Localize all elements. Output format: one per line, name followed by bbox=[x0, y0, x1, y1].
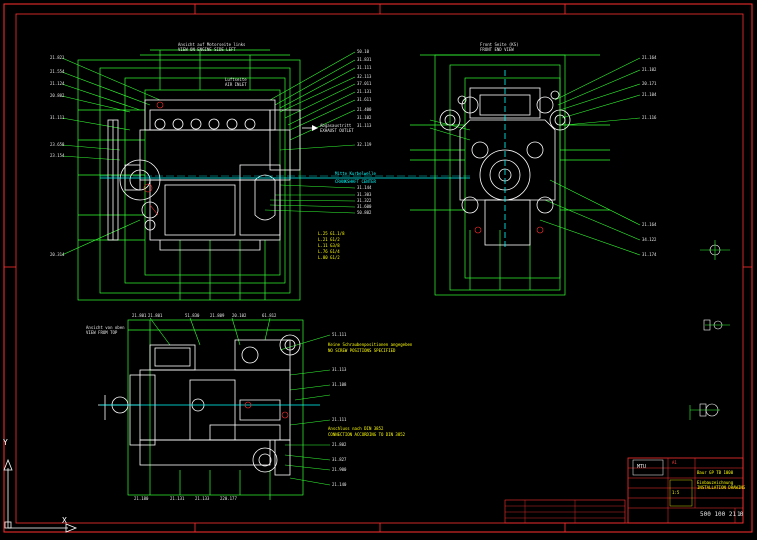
top-bottom-ref: 21.133 bbox=[195, 496, 210, 501]
title-block bbox=[504, 457, 744, 524]
svg-text:X: X bbox=[62, 516, 67, 525]
side-view-title-de: Ansicht auf Motorseite links bbox=[178, 42, 246, 47]
top-bottom-ref: 21.131 bbox=[170, 496, 185, 501]
drawing-frame-outer bbox=[3, 3, 753, 533]
side-view-subtitle: Luftseite bbox=[225, 77, 247, 82]
exhaust-label-en: EXHAUST OUTLET bbox=[320, 128, 354, 133]
front-right-ref: 21.102 bbox=[642, 67, 657, 72]
top-right-ref: 21.140 bbox=[332, 482, 347, 487]
title-block-scale: 1:5 bbox=[672, 490, 680, 495]
drawing-frame-inner bbox=[15, 13, 744, 524]
side-note: L.76 G1/4 bbox=[318, 249, 340, 254]
top-upper-ref: 21.801 bbox=[132, 313, 147, 318]
top-view-title-de: Ansicht von oben bbox=[86, 325, 125, 330]
exhaust-label-de: Abgasaustritt bbox=[320, 123, 352, 128]
top-upper-ref: 21.801 bbox=[148, 313, 163, 318]
top-right-ref: 21.111 bbox=[332, 417, 347, 422]
top-bottom-ref: 21.180 bbox=[134, 496, 149, 501]
center-ref: 31.600 bbox=[357, 204, 372, 209]
top-upper-ref: 51.830 bbox=[185, 313, 200, 318]
front-right-ref: 21.164 bbox=[642, 222, 657, 227]
note-line: Keine Schraubenpositionen angegeben bbox=[328, 342, 413, 347]
top-bottom-ref: 220.177 bbox=[220, 496, 237, 501]
detail-views bbox=[689, 240, 730, 420]
svg-text:Y: Y bbox=[3, 438, 8, 447]
side-right-ref: 21.131 bbox=[357, 89, 372, 94]
side-view-subtitle2: AIR INLET bbox=[225, 82, 247, 87]
front-right-ref: 21.116 bbox=[642, 115, 657, 120]
top-right-ref: 21.900 bbox=[332, 467, 347, 472]
side-note: L.80 G1/2 bbox=[318, 255, 340, 260]
title-block-description-en: INSTALLATION DRAWING bbox=[697, 485, 746, 490]
note-line: Anschluss nach DIN 3852 bbox=[328, 426, 384, 431]
side-left-ref: 21.124 bbox=[50, 81, 65, 86]
top-right-ref: 31.108 bbox=[332, 382, 347, 387]
top-right-ref: 31.113 bbox=[332, 367, 347, 372]
top-upper-ref: 20.102 bbox=[232, 313, 247, 318]
title-block-sheet: 1 bbox=[737, 511, 741, 518]
side-note: L.11 G3/8 bbox=[318, 243, 340, 248]
front-right-ref: 21.104 bbox=[642, 92, 657, 97]
side-right-ref: 31.102 bbox=[357, 115, 372, 120]
front-view-title-en: FRONT END VIEW bbox=[480, 47, 514, 52]
front-right-ref: 20.171 bbox=[642, 81, 657, 86]
ucs-icon: Y X bbox=[3, 438, 78, 533]
side-left-ref: 20.802 bbox=[50, 93, 65, 98]
frame-ticks bbox=[4, 4, 752, 532]
center-ref: 50.802 bbox=[357, 210, 372, 215]
top-view-title-en: VIEW FROM TOP bbox=[86, 330, 118, 335]
side-right-ref: 32.113 bbox=[357, 74, 372, 79]
title-block-model: Baur GP TB 1000 bbox=[697, 470, 734, 475]
side-left-ref: 20.314 bbox=[50, 252, 65, 257]
side-left-ref: 21.554 bbox=[50, 69, 65, 74]
side-right-ref: 21.400 bbox=[357, 107, 372, 112]
top-right-ref: 31.827 bbox=[332, 457, 347, 462]
title-block-drawing-no: 500 100 21 0 bbox=[700, 511, 744, 518]
top-upper-ref: 61.812 bbox=[262, 313, 277, 318]
crank-center-label-de: Mitte Kurbelwelle bbox=[335, 171, 376, 176]
top-right-ref: 21.802 bbox=[332, 442, 347, 447]
front-view-title-de: Front Seite (KS) bbox=[480, 42, 519, 47]
crank-center-label-en: CRANKSHAFT CENTER bbox=[335, 179, 376, 184]
side-right-ref: 31.111 bbox=[357, 65, 372, 70]
side-right-ref: 31.113 bbox=[357, 123, 372, 128]
side-left-ref: 23.154 bbox=[50, 153, 65, 158]
note-line: NO SCREW POSITIONS SPECIFIED bbox=[328, 348, 396, 353]
front-right-ref: 31.174 bbox=[642, 252, 657, 257]
front-view[interactable] bbox=[410, 54, 641, 296]
top-right-ref: 51.111 bbox=[332, 332, 347, 337]
side-right-ref: 31.831 bbox=[357, 57, 372, 62]
side-note: L.21 G1/2 bbox=[318, 237, 340, 242]
side-left-ref: 23.658 bbox=[50, 142, 65, 147]
side-view-title-en: VIEW ON ENGINE SIDE LEFT bbox=[178, 47, 236, 52]
note-line: CONNECTION ACCORDING TO DIN 3852 bbox=[328, 432, 406, 437]
front-right-ref: 21.164 bbox=[642, 55, 657, 60]
front-right-ref: 34.122 bbox=[642, 237, 657, 242]
side-note: L.25 G1.1/8 bbox=[318, 231, 345, 236]
side-right-ref: 32.119 bbox=[357, 142, 372, 147]
title-block-revision: A1 bbox=[672, 460, 677, 465]
title-block-description: Einbauzeichnung bbox=[697, 480, 734, 485]
side-left-ref: 21.821 bbox=[50, 55, 65, 60]
side-view[interactable] bbox=[61, 49, 470, 301]
center-ref: 31.322 bbox=[357, 198, 372, 203]
side-right-ref: 31.611 bbox=[357, 97, 372, 102]
side-right-ref: 37.011 bbox=[357, 81, 372, 86]
top-upper-ref: 21.809 bbox=[210, 313, 225, 318]
top-view[interactable] bbox=[98, 317, 331, 500]
side-left-ref: 31.111 bbox=[50, 115, 65, 120]
center-ref: 31.303 bbox=[357, 192, 372, 197]
title-block-company: MTU bbox=[637, 464, 647, 470]
center-ref: 31.144 bbox=[357, 185, 372, 190]
side-right-ref: 50.10 bbox=[357, 49, 370, 54]
